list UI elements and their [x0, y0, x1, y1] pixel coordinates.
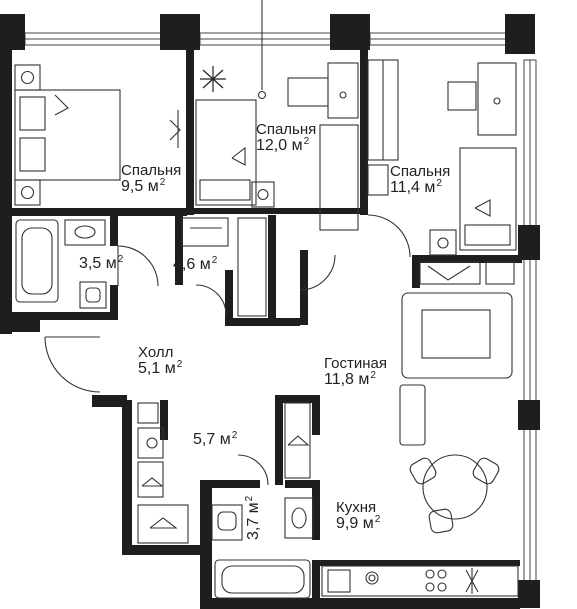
room-name: Спальня — [121, 162, 182, 179]
room-area: 11,4 м2 — [390, 177, 442, 196]
label-kitchen: Кухня 9,9 м2 — [336, 500, 380, 533]
room-area: 9,5 м2 — [121, 176, 166, 195]
label-bedroom3: Спальня 11,4 м2 — [390, 164, 450, 197]
room-area: 11,8 м2 — [324, 369, 376, 388]
room-area: 5,1 м2 — [138, 358, 183, 377]
label-closet1: 4,6 м2 — [173, 255, 218, 274]
walls — [0, 14, 540, 609]
room-name: Спальня — [390, 163, 451, 180]
room-area: 3,5 м2 — [79, 254, 124, 272]
label-living: Гостиная 11,8 м2 — [324, 356, 387, 389]
furniture — [14, 0, 519, 599]
room-name: Холл — [138, 344, 174, 361]
room-name: Спальня — [256, 121, 317, 138]
room-area: 5,7 м2 — [193, 430, 238, 448]
room-name: Гостиная — [324, 355, 387, 372]
label-closet2: 5,7 м2 — [193, 430, 238, 449]
room-area: 9,9 м2 — [336, 513, 381, 532]
plant-icon — [200, 66, 226, 92]
label-hall: Холл 5,1 м2 — [138, 345, 182, 378]
doors — [44, 214, 411, 486]
room-area: 3,7 м2 — [244, 495, 262, 540]
room-area: 12,0 м2 — [256, 135, 310, 154]
label-bathroom2: 3,7 м2 — [244, 495, 263, 540]
label-bathroom1: 3,5 м2 — [79, 254, 124, 273]
label-bedroom2: Спальня 12,0 м2 — [256, 122, 316, 155]
room-name: Кухня — [336, 499, 377, 516]
label-bedroom1: Спальня 9,5 м2 — [121, 163, 181, 196]
room-area: 4,6 м2 — [173, 255, 218, 273]
